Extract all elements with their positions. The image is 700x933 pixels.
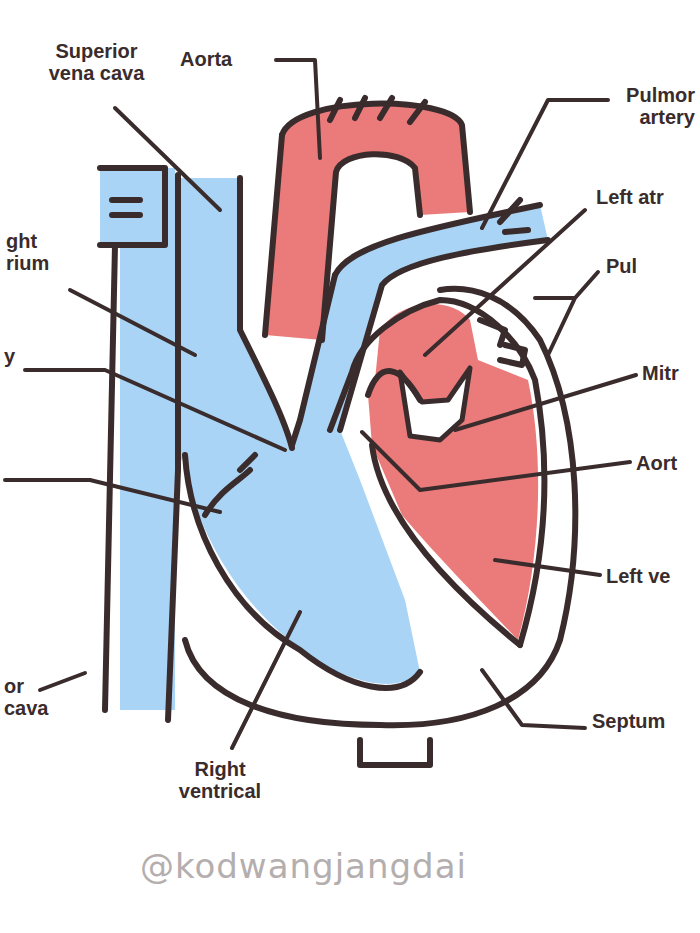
part-label: Left ve [606, 565, 670, 587]
part-label: Septum [592, 710, 665, 732]
part-label: Pul [606, 255, 637, 277]
part-label: or cava [4, 675, 59, 719]
part-label: Mitr [642, 362, 679, 384]
part-label: Left atr [596, 186, 664, 208]
part-label: Aort [636, 452, 677, 474]
part-label: Superior vena cava [34, 40, 159, 84]
part-label: Aorta [180, 48, 232, 70]
part-label: ght rium [6, 230, 56, 274]
part-label: Pulmor artery [610, 84, 695, 128]
watermark: @kodwangjangdai [140, 848, 467, 885]
part-label: y [4, 345, 15, 367]
part-label: Right ventrical [160, 758, 280, 802]
